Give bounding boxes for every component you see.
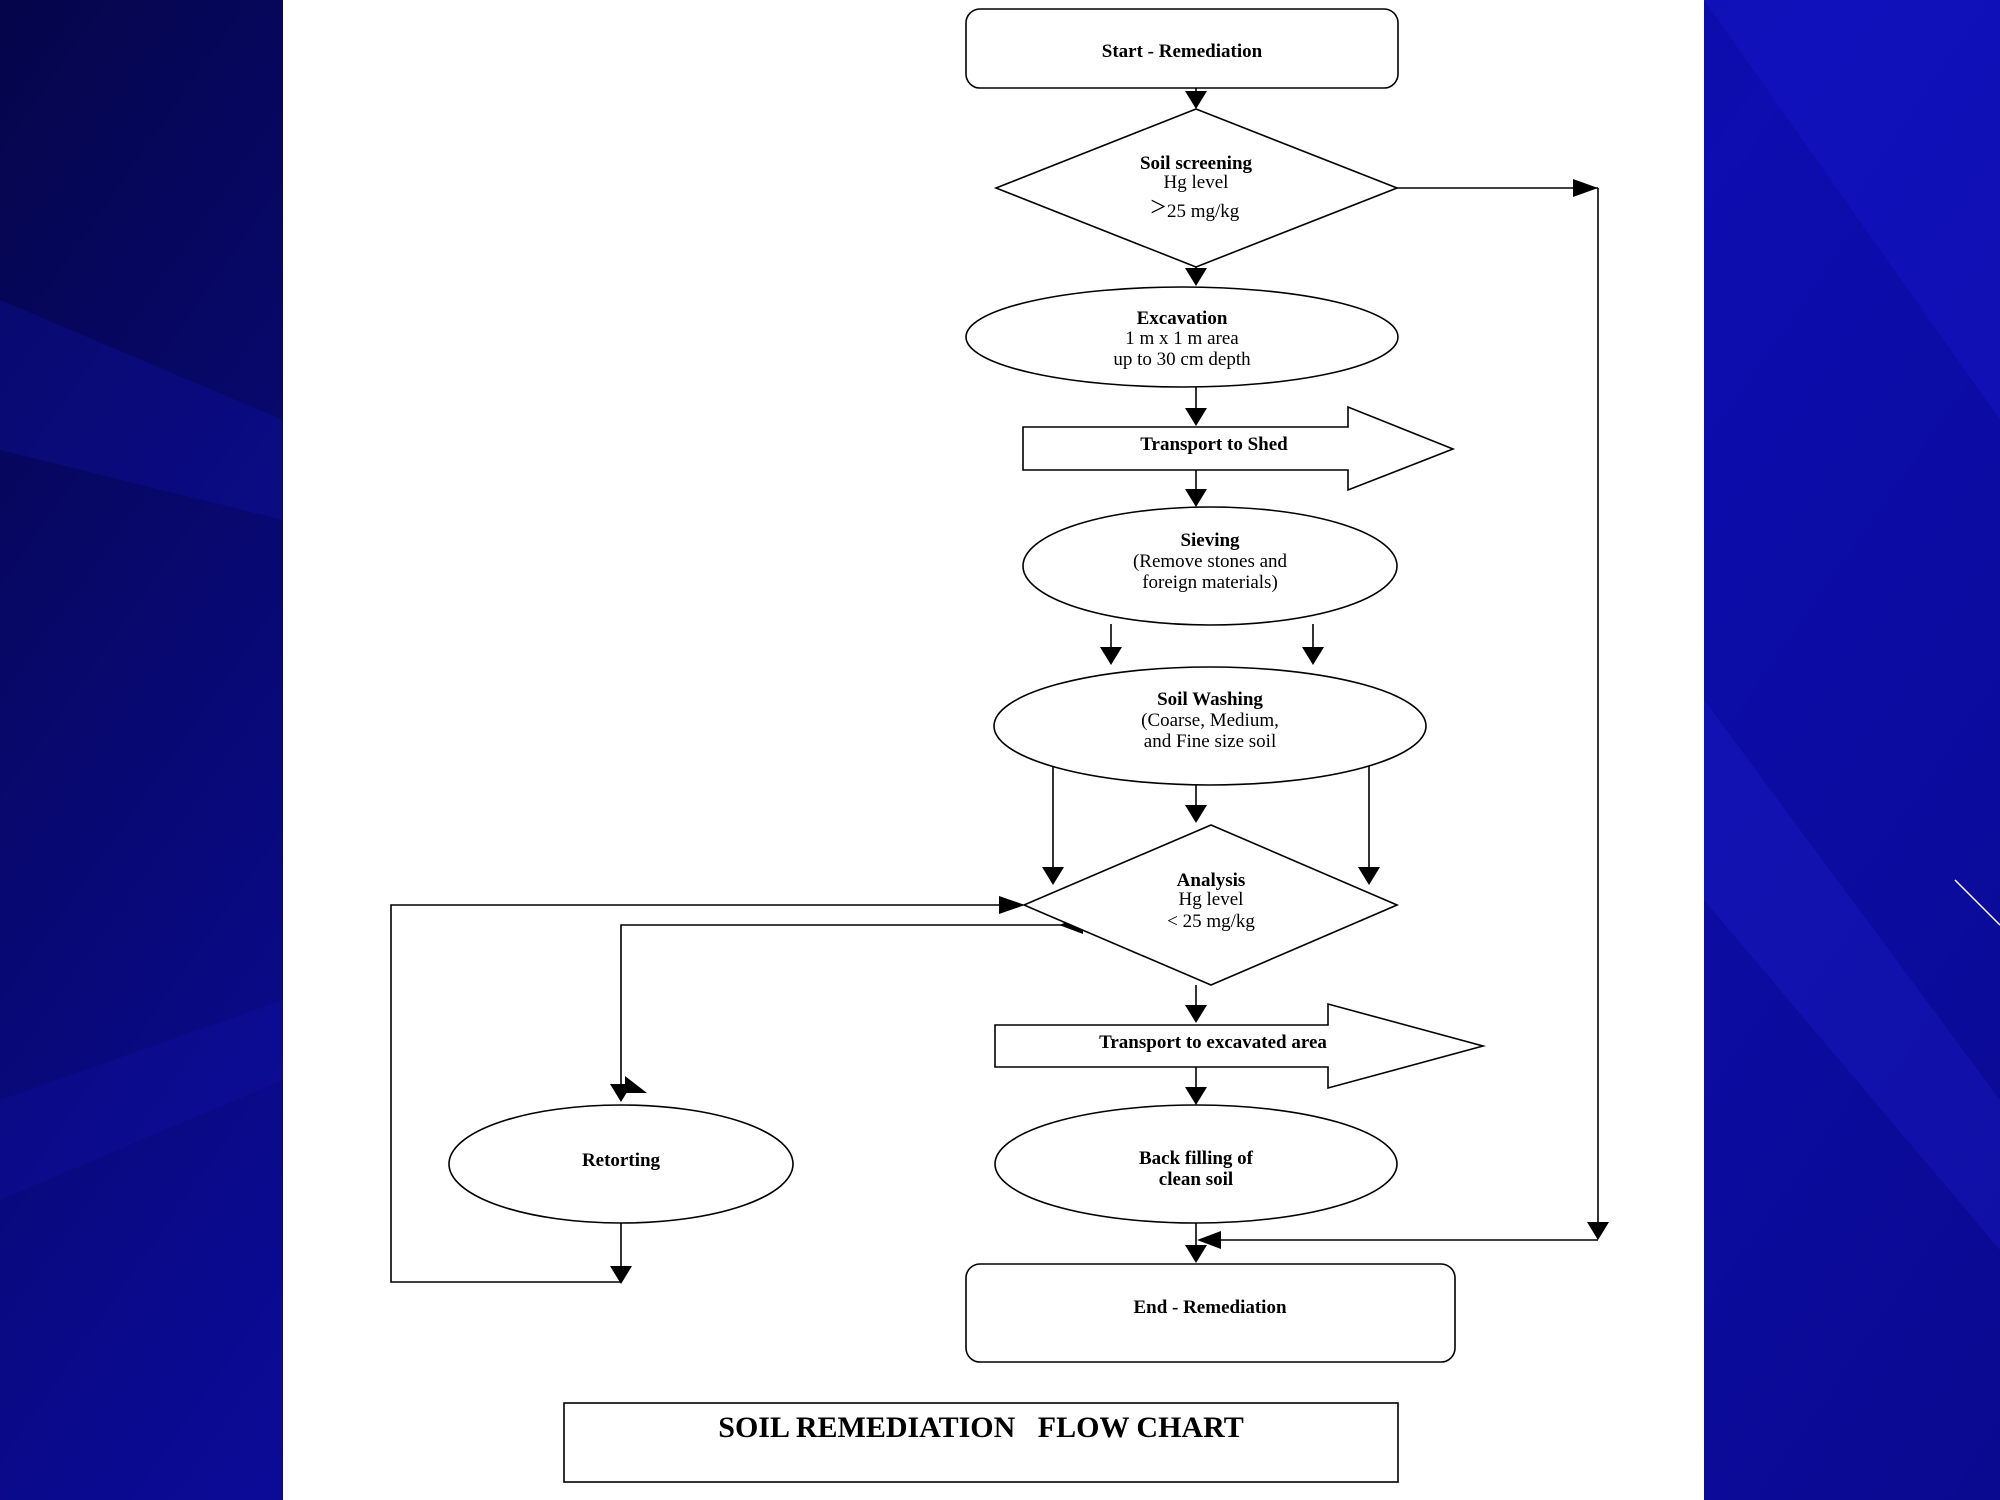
arrowhead	[1185, 1245, 1207, 1263]
arrowhead	[1358, 867, 1380, 885]
arrowhead	[1197, 1231, 1221, 1249]
washing-line2: (Coarse, Medium,	[1141, 710, 1279, 731]
node-back-filling: Back filling of clean soil	[994, 1104, 1398, 1224]
chart-title: SOIL REMEDIATION FLOW CHART	[718, 1411, 1243, 1444]
backfill-line1: Back filling of	[1139, 1148, 1254, 1169]
arrow-analysis-to-retorting	[620, 924, 1083, 1090]
connectors	[390, 88, 1609, 1284]
flowchart: Start - Remediation Soil screening Hg le…	[390, 8, 1609, 1483]
arrowhead	[1185, 91, 1207, 109]
backfill-line2: clean soil	[1159, 1169, 1233, 1190]
arrowhead	[999, 896, 1025, 914]
node-sieving: Sieving (Remove stones and foreign mater…	[1022, 506, 1398, 626]
excavation-line2: 1 m x 1 m area	[1125, 328, 1239, 349]
screening-gt-symbol: >	[1150, 192, 1166, 223]
chart-title-box: SOIL REMEDIATION FLOW CHART	[563, 1402, 1399, 1483]
node-transport-to-shed: Transport to Shed	[1022, 405, 1456, 492]
arrowhead	[1185, 1005, 1207, 1023]
screening-line3: 25 mg/kg	[1167, 201, 1240, 222]
node-excavation: Excavation 1 m x 1 m area up to 30 cm de…	[965, 286, 1399, 388]
slide-page: Start - Remediation Soil screening Hg le…	[283, 0, 1704, 1500]
arrowhead	[610, 1266, 632, 1284]
node-soil-screening: Soil screening Hg level > 25 mg/kg	[993, 108, 1400, 268]
arrowhead	[1573, 179, 1598, 197]
transport-area-label: Transport to excavated area	[1099, 1032, 1327, 1053]
node-transport-to-excavated-area: Transport to excavated area	[994, 1002, 1487, 1090]
retorting-return-loop	[390, 904, 1023, 1283]
washing-title: Soil Washing	[1157, 689, 1263, 710]
arrowhead	[1100, 647, 1122, 665]
screening-line2: Hg level	[1164, 172, 1229, 193]
node-soil-washing: Soil Washing (Coarse, Medium, and Fine s…	[993, 666, 1427, 786]
arrowhead	[1587, 1222, 1609, 1240]
end-label: End - Remediation	[1133, 1297, 1287, 1318]
sieving-line3: foreign materials)	[1142, 572, 1278, 593]
arrowhead	[1042, 867, 1064, 885]
arrowhead	[1185, 805, 1207, 823]
washing-line3: and Fine size soil	[1144, 731, 1276, 752]
arrowhead	[1185, 268, 1207, 286]
analysis-line2: Hg level	[1179, 889, 1244, 910]
excavation-title: Excavation	[1137, 308, 1228, 329]
node-end: End - Remediation	[965, 1263, 1456, 1363]
sieving-line2: (Remove stones and	[1133, 551, 1288, 572]
node-start: Start - Remediation	[965, 8, 1399, 89]
retorting-label: Retorting	[582, 1150, 661, 1171]
arrowhead	[1185, 489, 1207, 507]
excavation-line3: up to 30 cm depth	[1113, 349, 1251, 370]
analysis-title: Analysis	[1177, 870, 1246, 891]
screening-title: Soil screening	[1140, 153, 1253, 174]
node-retorting: Retorting	[448, 1104, 794, 1224]
start-label: Start - Remediation	[1102, 41, 1263, 62]
sieving-title: Sieving	[1180, 530, 1240, 551]
analysis-line3: < 25 mg/kg	[1167, 911, 1255, 932]
transport-shed-label: Transport to Shed	[1140, 434, 1288, 455]
arrowhead	[1185, 1087, 1207, 1105]
arrowhead	[1302, 647, 1324, 665]
arrowhead	[625, 1076, 647, 1093]
node-analysis: Analysis Hg level < 25 mg/kg	[1021, 824, 1400, 986]
arrowhead	[1185, 408, 1207, 426]
